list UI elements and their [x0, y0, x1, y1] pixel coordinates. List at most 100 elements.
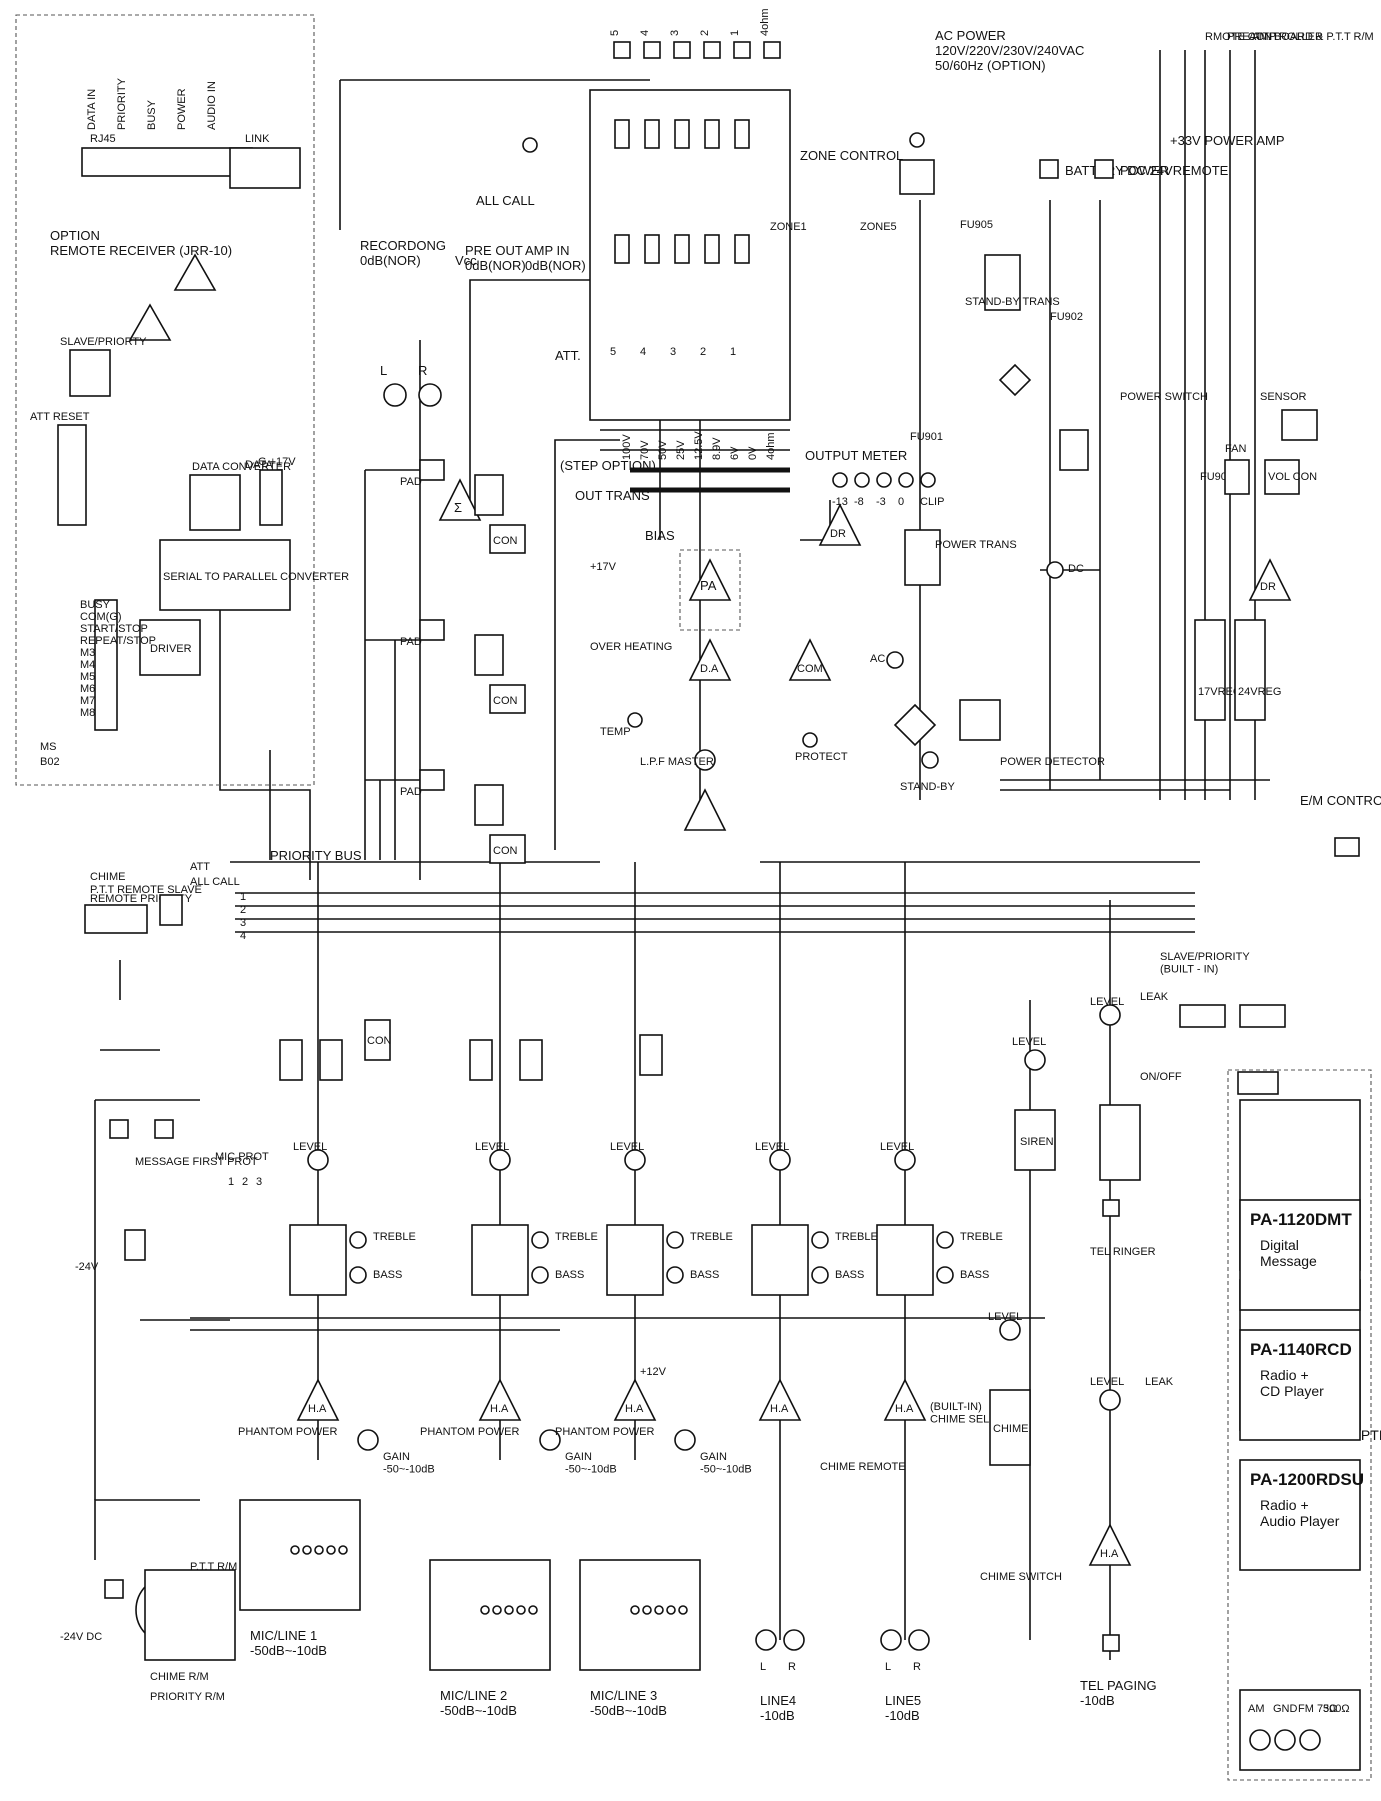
- serial-parallel-converter-box: [159, 539, 291, 611]
- treble-knob: [531, 1231, 549, 1249]
- serial-parallel-label: SERIAL TO PARALLEL CONVERTER: [163, 571, 349, 583]
- link-label: LINK: [245, 133, 270, 145]
- tap-label: 50V: [657, 440, 669, 460]
- vol-con-label: VOL CON: [1268, 471, 1317, 483]
- input-label: MIC/LINE 3-50dB~-10dB: [590, 1688, 667, 1718]
- recording-jack-r: [418, 383, 442, 407]
- recording-l-label: L: [380, 363, 387, 378]
- message-first-prot-label: MESSAGE FIRST PROT: [135, 1156, 258, 1168]
- zone-control-label: ZONE CONTROL: [800, 148, 903, 163]
- remote-output-label: ATT. BOARD & P.T.T R/M: [1249, 31, 1374, 43]
- tel-ringer-terminal: [1102, 1199, 1120, 1217]
- gain-knob: [539, 1429, 561, 1451]
- siren-box: [1014, 1109, 1056, 1171]
- main-bridge-rectifier: [893, 703, 937, 747]
- power-remote-label: POWER REMOTE: [1120, 163, 1229, 178]
- tap-label: 4ohm: [765, 432, 777, 460]
- vol-con-box: [1264, 459, 1300, 495]
- tel-transformer-box: [1099, 1104, 1141, 1181]
- fu905-label: FU905: [960, 219, 993, 231]
- bus-line-number: 1: [240, 891, 246, 903]
- protect-label: PROTECT: [795, 751, 848, 763]
- temp-sensor: [627, 712, 643, 728]
- pad-resistor: [419, 459, 445, 481]
- line-input-label: LINE5-10dB: [885, 1693, 921, 1723]
- phantom-label: PHANTOM POWER: [555, 1426, 654, 1438]
- jack-pin: [516, 1605, 526, 1615]
- meter-db-label: 0: [898, 496, 904, 508]
- message-terminal-2: [154, 1119, 174, 1139]
- level-knob: [624, 1149, 646, 1171]
- ha-amp: [478, 1378, 522, 1421]
- fu901-label: FU901: [910, 431, 943, 443]
- treble-knob: [811, 1231, 829, 1249]
- recording-r-label: R: [418, 363, 427, 378]
- data-label: DATA: [245, 459, 273, 471]
- pad-switch: [474, 634, 504, 676]
- att-connector: [159, 894, 183, 926]
- standby-lamp: [921, 751, 939, 769]
- zone-relay-coil-2: [644, 234, 660, 264]
- treble-label: TREBLE: [373, 1231, 416, 1243]
- rca-l-label: L: [760, 1661, 766, 1673]
- rj45-pin-label: PRIORITY: [116, 77, 128, 130]
- tap-label: 8.9V: [711, 437, 723, 460]
- driver-box: [139, 619, 201, 676]
- fan-label: FAN: [1225, 443, 1246, 455]
- att-reset-connector: [57, 424, 87, 526]
- ha-amp: [613, 1378, 657, 1421]
- tel-ringer-label: TEL RINGER: [1090, 1246, 1156, 1258]
- chime-sel-label: (BUILT-IN)CHIME SEL: [930, 1401, 989, 1426]
- da-label: D.A: [700, 663, 719, 675]
- zone-relay-coil: [644, 119, 660, 149]
- zone-terminal: [673, 41, 691, 59]
- bass-label: BASS: [373, 1269, 402, 1281]
- att-step-label: 4: [640, 346, 646, 358]
- option-frame: [1227, 1069, 1372, 1781]
- ground-icon: [909, 132, 925, 148]
- att-label: ATT.: [555, 348, 581, 363]
- power-switch-label: POWER SWITCH: [1120, 391, 1208, 403]
- treble-label: TREBLE: [555, 1231, 598, 1243]
- chime-box: [989, 1389, 1031, 1466]
- att-step-label: 1: [730, 346, 736, 358]
- zone-relay-coil: [674, 119, 690, 149]
- att-step-label: 3: [670, 346, 676, 358]
- bias-label: BIAS: [645, 528, 675, 543]
- rca-jack-l: [880, 1629, 902, 1651]
- chime-relay-coil: [124, 1229, 146, 1261]
- option-connector: [1237, 1071, 1279, 1095]
- treble-label: TREBLE: [835, 1231, 878, 1243]
- out-trans-label: OUT TRANS: [575, 488, 650, 503]
- pa-label: PA: [700, 578, 717, 593]
- tel-paging-level-label: LEVEL: [1090, 1376, 1124, 1388]
- rca-r-label: R: [788, 1661, 796, 1673]
- level-label: LEVEL: [880, 1141, 914, 1153]
- com-label: COM: [797, 663, 823, 675]
- fan-dr-label: DR: [1260, 581, 1276, 593]
- antenna-label: AM: [1248, 1703, 1265, 1715]
- channel-relay: [639, 1034, 663, 1076]
- buffer-amp-1: [173, 253, 217, 291]
- antenna-terminal: [1274, 1729, 1296, 1751]
- bass-knob: [936, 1266, 954, 1284]
- power-trans-label: POWER TRANS: [935, 539, 1017, 551]
- con-label: CON: [493, 535, 518, 547]
- rj45-pin-label: AUDIO IN: [206, 81, 218, 130]
- lpf-master-knob: [694, 749, 716, 771]
- meter-db-label: -8: [854, 496, 864, 508]
- ha-amp: [758, 1378, 802, 1421]
- ptt-socket-frame: [144, 1569, 236, 1661]
- option-module-box: [1239, 1459, 1361, 1571]
- tap-label: 6V: [729, 446, 741, 460]
- rj45-connector: [81, 147, 253, 177]
- treble-knob: [349, 1231, 367, 1249]
- sensor-box: [1281, 409, 1318, 441]
